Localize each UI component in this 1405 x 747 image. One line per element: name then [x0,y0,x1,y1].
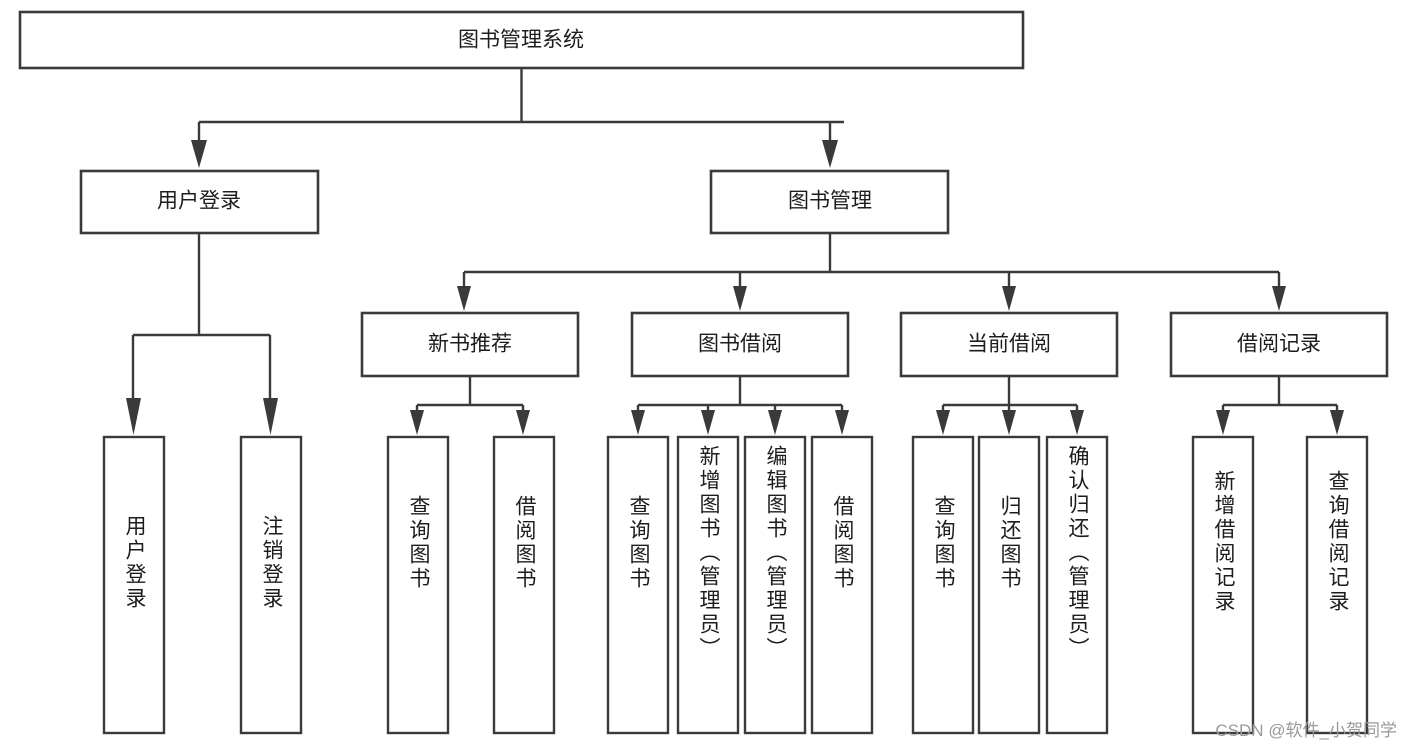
leaf-box[interactable] [743,435,807,735]
node-book-management[interactable]: 图书管理 [709,169,950,235]
connectors-newbook-to-leaves [410,376,530,435]
leaf-boxes-new-book-recommend [386,435,556,735]
node-root[interactable]: 图书管理系统 [18,10,1025,70]
leaf-box[interactable] [606,435,670,735]
node-new-book-recommend[interactable]: 新书推荐 [360,311,580,378]
leaf-box[interactable] [1191,435,1255,735]
node-borrow-record[interactable]: 借阅记录 [1169,311,1389,378]
connectors-bookmgmt-to-level3 [457,233,1286,311]
node-user-login-label: 用户登录 [157,190,241,213]
connectors-currentborrow-to-leaves [936,376,1084,435]
node-book-management-label: 图书管理 [788,190,872,213]
leaf-box[interactable] [676,435,740,735]
leaf-box[interactable] [239,435,303,735]
node-root-label: 图书管理系统 [458,29,584,52]
connectors-root-to-level2 [191,69,844,168]
leaf-box[interactable] [810,435,874,735]
node-new-book-recommend-label: 新书推荐 [428,333,512,356]
leaf-boxes-current-borrow [911,435,1109,735]
connectors-userlogin-to-leaves [126,233,278,435]
node-current-borrow-label: 当前借阅 [967,333,1051,356]
connectors-bookborrow-to-leaves [631,376,849,435]
node-book-borrow[interactable]: 图书借阅 [630,311,850,378]
leaf-box[interactable] [977,435,1041,735]
leaf-box[interactable] [1045,435,1109,735]
leaf-box[interactable] [102,435,166,735]
node-book-borrow-label: 图书借阅 [698,333,782,356]
connectors-borrowrecord-to-leaves [1216,376,1344,435]
leaf-boxes-user-login [102,435,303,735]
csdn-watermark: CSDN @软件_小贺同学 [1215,721,1397,740]
leaf-boxes-book-borrow [606,435,874,735]
leaf-box[interactable] [492,435,556,735]
leaf-box[interactable] [386,435,450,735]
leaf-boxes-borrow-record [1191,435,1369,735]
leaf-box[interactable] [911,435,975,735]
node-current-borrow[interactable]: 当前借阅 [899,311,1119,378]
leaf-box[interactable] [1305,435,1369,735]
node-user-login[interactable]: 用户登录 [79,169,320,235]
node-borrow-record-label: 借阅记录 [1237,333,1321,356]
